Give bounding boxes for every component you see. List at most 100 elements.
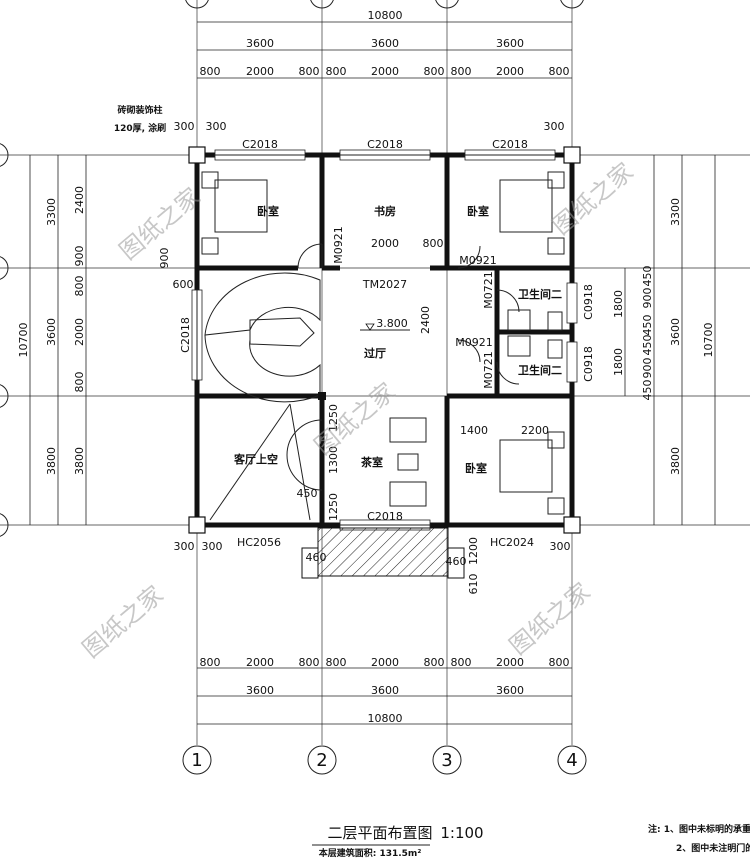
dim-inner-2200: 2200: [521, 424, 549, 437]
room-void: 客厅上空: [233, 452, 278, 466]
dim-inner-2000: 2000: [371, 237, 399, 250]
room-bedroom-se: 卧室: [465, 461, 487, 475]
doors: [286, 243, 520, 491]
dim-right-inner-1: 450: [641, 266, 654, 287]
balcony: [301, 527, 465, 579]
elevation-marker: 3.800: [360, 317, 410, 331]
dim-bottom-sub-7: 800: [451, 656, 472, 669]
bottom-dimensions: 800 2000 800 800 2000 800 800 2000 800 3…: [197, 656, 572, 725]
dim-bottom-bay-3: 3600: [496, 684, 524, 697]
dim-inner-2400: 2400: [419, 306, 432, 334]
code-m0921-b: M0921: [459, 254, 497, 267]
dim-top-bay-3: 3600: [496, 37, 524, 50]
column-note-1: 砖砌装饰柱: [117, 104, 162, 116]
axis-label-3: 3: [441, 750, 452, 771]
note-line-1: 注: 1、图中未标明的承重墙厚为240: [648, 823, 750, 835]
dim-top-sub-4: 800: [326, 65, 347, 78]
title-sub: 本层建筑面积: 131.5m²: [319, 847, 422, 858]
dim-bottom-sub-2: 2000: [246, 656, 274, 669]
dim-left-inner-1: 2400: [73, 186, 86, 214]
dim-small-300-a: 300: [174, 120, 195, 133]
code-m0721-a: M0721: [482, 271, 495, 309]
watermark-2: 图纸之家: [547, 157, 639, 240]
dim-inner-1400: 1400: [460, 424, 488, 437]
dim-small-300-d: 300: [174, 540, 195, 553]
column-note-2: 120厚, 涂刷: [114, 122, 166, 134]
dim-left-outer-1: 3300: [45, 198, 58, 226]
room-study: 书房: [374, 204, 396, 218]
dim-left-inner-2: 900: [73, 246, 86, 267]
dim-bottom-bay-1: 3600: [246, 684, 274, 697]
dim-bottom-total: 10800: [368, 712, 403, 725]
dim-small-460-b: 460: [446, 555, 467, 568]
dim-left-inner-4: 2000: [73, 318, 86, 346]
dim-inner-800: 800: [423, 237, 444, 250]
code-hc2024: HC2024: [490, 536, 534, 549]
axis-bubbles: 1 2 3 4: [0, 0, 587, 775]
note-line-2: 2、图中未注明门的墙垛为120: [676, 842, 750, 854]
windows: [191, 149, 578, 531]
code-tm2027: TM2027: [362, 278, 407, 291]
dim-small-460-a: 460: [306, 551, 327, 564]
dim-small-900: 900: [158, 248, 171, 269]
room-bath-2: 卫生间二: [518, 363, 562, 377]
watermark-5: 图纸之家: [504, 577, 596, 660]
dim-top-total: 10800: [368, 9, 403, 22]
dim-small-300-b: 300: [206, 120, 227, 133]
dim-top-bay-2: 3600: [371, 37, 399, 50]
dim-bottom-sub-4: 800: [326, 656, 347, 669]
drawing-notes: 注: 1、图中未标明的承重墙厚为240 2、图中未注明门的墙垛为120: [648, 823, 750, 854]
room-bath-1: 卫生间二: [518, 287, 562, 301]
dim-small-1200: 1200: [467, 537, 480, 565]
room-bedroom-nw: 卧室: [257, 204, 279, 218]
code-c0918-b: C0918: [582, 346, 595, 382]
elevation-label: 3.800: [376, 317, 408, 330]
code-m0921-c: M0921: [455, 336, 493, 349]
dim-left-outer-3: 3800: [45, 447, 58, 475]
dim-left-inner-5: 800: [73, 372, 86, 393]
corner-columns: [188, 146, 581, 534]
right-dimensions: 1800 1800 450 900 450 450 900 450 3300 3…: [612, 155, 716, 525]
dim-top-sub-3: 800: [299, 65, 320, 78]
dim-right-inner-2: 900: [641, 288, 654, 309]
code-c0918-a: C0918: [582, 284, 595, 320]
dim-bottom-sub-1: 800: [200, 656, 221, 669]
dim-bottom-sub-5: 2000: [371, 656, 399, 669]
code-c2018-left: C2018: [179, 317, 192, 353]
dim-top-sub-1: 800: [200, 65, 221, 78]
dim-bottom-sub-9: 800: [549, 656, 570, 669]
room-bedroom-ne: 卧室: [467, 204, 489, 218]
dim-bottom-bay-2: 3600: [371, 684, 399, 697]
dim-right-outer-1: 3300: [669, 198, 682, 226]
dim-left-inner-3: 800: [73, 276, 86, 297]
dim-top-bay-1: 3600: [246, 37, 274, 50]
dim-right-inner-5: 900: [641, 358, 654, 379]
dim-inner-1250-b: 1250: [327, 493, 340, 521]
inner-dimensions: 2000 800 2400 1400 2200 1250 1300 1250 4…: [158, 120, 571, 595]
title-scale: 1:100: [440, 824, 483, 842]
dim-right-mid-1: 1800: [612, 290, 625, 318]
dim-top-sub-6: 800: [424, 65, 445, 78]
dim-left-inner-6: 3800: [73, 447, 86, 475]
dim-inner-450: 450: [297, 487, 318, 500]
left-dimensions: 10700 3300 3600 3800 2400 900 800 2000 8…: [17, 155, 87, 525]
code-c2018-b: C2018: [367, 138, 403, 151]
dim-top-sub-8: 2000: [496, 65, 524, 78]
dim-bottom-sub-8: 2000: [496, 656, 524, 669]
code-c2018-a: C2018: [242, 138, 278, 151]
dim-inner-1250-a: 1250: [327, 404, 340, 432]
dim-top-sub-5: 2000: [371, 65, 399, 78]
title-main: 二层平面布置图: [327, 824, 432, 842]
top-dimensions: 10800 3600 3600 3600 800 2000 800 800 20…: [197, 9, 572, 79]
dim-bottom-sub-6: 800: [424, 656, 445, 669]
axis-label-2: 2: [316, 750, 327, 771]
code-c2018-c: C2018: [492, 138, 528, 151]
drawing-title: 二层平面布置图 1:100 本层建筑面积: 131.5m²: [312, 824, 484, 858]
dim-small-600: 600: [173, 278, 194, 291]
room-tea: 茶室: [360, 455, 383, 469]
dim-right-total: 10700: [702, 323, 715, 358]
dim-bottom-sub-3: 800: [299, 656, 320, 669]
dim-left-outer-2: 3600: [45, 318, 58, 346]
staircase: [204, 272, 321, 403]
